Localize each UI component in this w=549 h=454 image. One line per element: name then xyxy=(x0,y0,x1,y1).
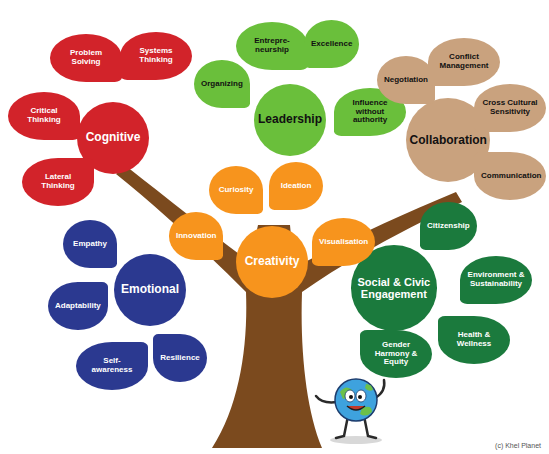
skill-label: Visualisation xyxy=(319,238,368,247)
skill-petal: Visualisation xyxy=(312,218,375,266)
group-label: Creativity xyxy=(245,255,300,268)
group-label: Social & Civic Engagement xyxy=(356,276,432,300)
skill-label: Entrepre- neurship xyxy=(243,37,301,55)
skill-petal: Adaptability xyxy=(48,282,108,330)
group-label: Leadership xyxy=(258,113,322,126)
skill-label: Self- awareness xyxy=(83,357,141,375)
skill-petal: Communication xyxy=(474,152,546,200)
skill-label: Negotiation xyxy=(384,76,428,85)
skill-label: Curiosity xyxy=(219,186,254,195)
group-label: Collaboration xyxy=(410,134,487,147)
skill-petal: Problem Solving xyxy=(50,34,122,82)
skill-label: Environment & Sustainability xyxy=(467,271,525,289)
skill-label: Ideation xyxy=(281,182,312,191)
skill-petal: Systems Thinking xyxy=(120,32,192,80)
skill-petal: Negotiation xyxy=(377,56,435,104)
skill-circle: Leadership xyxy=(254,84,326,156)
skill-petal: Environment & Sustainability xyxy=(460,256,532,304)
skill-label: Communication xyxy=(481,172,539,181)
skill-label: Health & Wellness xyxy=(445,331,503,349)
copyright-note: (c) Khel Planet xyxy=(495,442,541,449)
skill-petal: Resilience xyxy=(153,334,207,382)
skill-petal: Cross Cultural Sensitivity xyxy=(474,84,546,132)
skill-petal: Innovation xyxy=(169,212,223,260)
skill-petal: Curiosity xyxy=(209,166,263,214)
skill-label: Cross Cultural Sensitivity xyxy=(481,99,539,117)
skill-label: Citizenship xyxy=(427,222,470,231)
skill-petal: Excellence xyxy=(304,20,359,68)
skill-label: Excellence xyxy=(311,40,352,49)
skill-label: Organizing xyxy=(201,80,243,89)
skill-label: Lateral Thinking xyxy=(29,173,87,191)
skill-petal: Entrepre- neurship xyxy=(236,22,308,70)
skill-label: Influence without authority xyxy=(341,99,399,125)
skill-circle: Emotional xyxy=(114,254,186,326)
skill-label: Resilience xyxy=(160,354,200,363)
globe-mascot xyxy=(316,379,384,444)
skill-label: Problem Solving xyxy=(57,49,115,67)
skill-petal: Organizing xyxy=(194,60,250,108)
skill-petal: Self- awareness xyxy=(76,342,148,390)
skill-label: Critical Thinking xyxy=(15,107,73,125)
skill-label: Adaptability xyxy=(55,302,101,311)
skill-petal: Conflict Management xyxy=(428,38,500,86)
skill-petal: Ideation xyxy=(269,162,323,210)
group-label: Emotional xyxy=(121,283,179,296)
skill-label: Empathy xyxy=(73,240,107,249)
group-label: Cognitive xyxy=(86,131,141,144)
skill-petal: Critical Thinking xyxy=(8,92,80,140)
skill-label: Conflict Management xyxy=(435,53,493,71)
skill-petal: Gender Harmony & Equity xyxy=(360,330,432,378)
skill-petal: Citizenship xyxy=(420,202,477,250)
skill-label: Innovation xyxy=(176,232,216,241)
skill-circle: Creativity xyxy=(236,226,308,298)
skill-petal: Lateral Thinking xyxy=(22,158,94,206)
skill-label: Gender Harmony & Equity xyxy=(367,341,425,367)
skill-petal: Empathy xyxy=(63,220,117,268)
skill-label: Systems Thinking xyxy=(127,47,185,65)
skill-petal: Health & Wellness xyxy=(438,316,510,364)
